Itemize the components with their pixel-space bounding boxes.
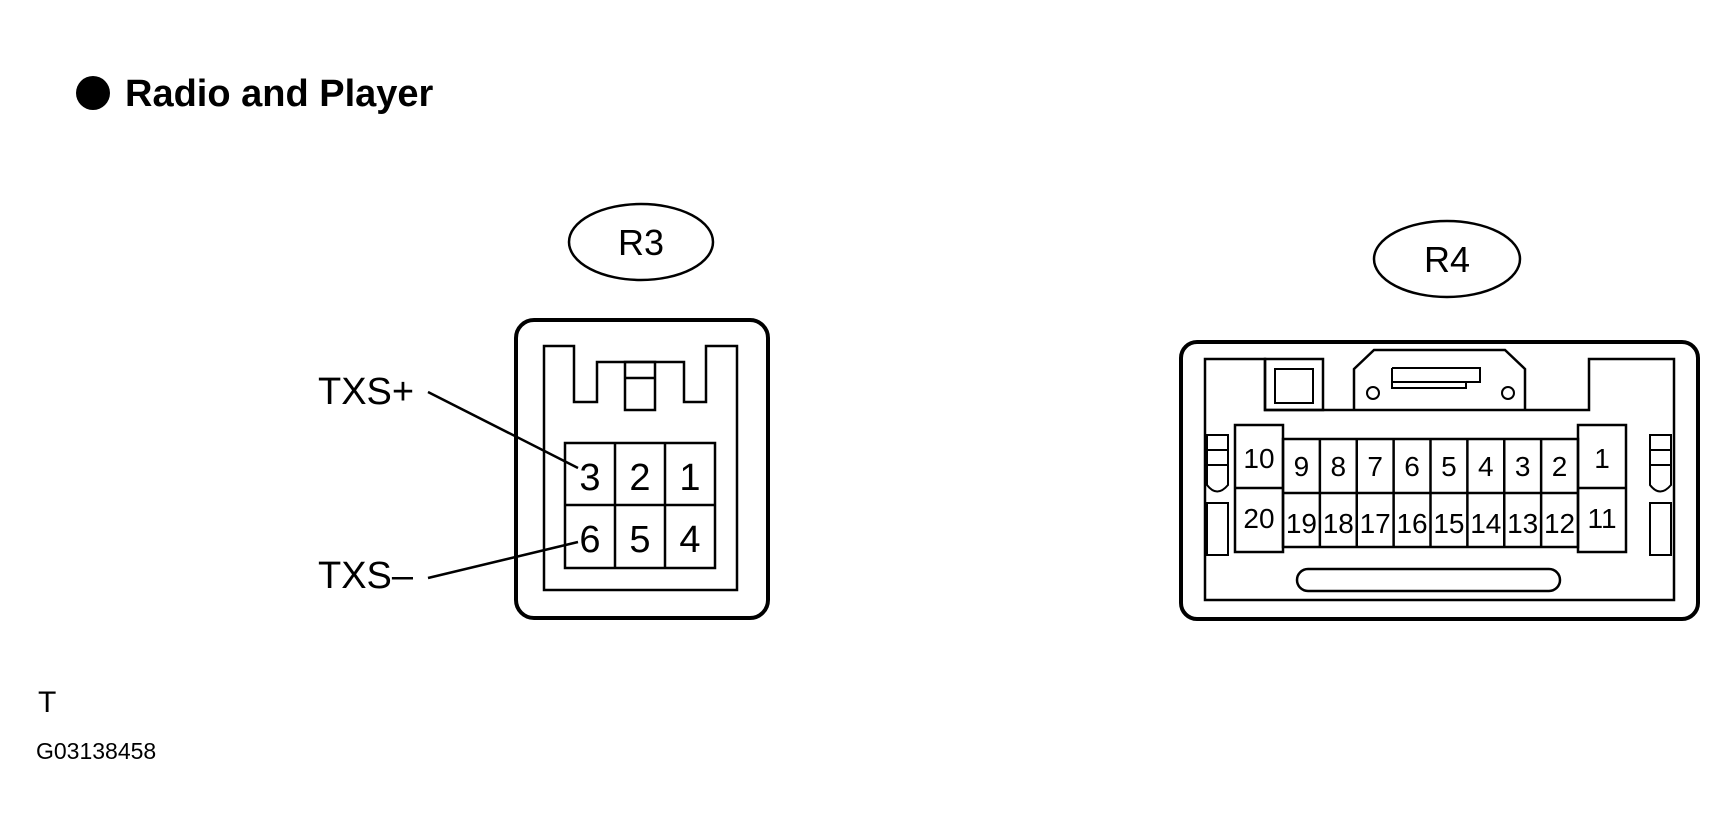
r4-pin-2: 2	[1552, 451, 1568, 482]
r4-pin-20: 20	[1243, 503, 1274, 534]
r4-key-slot-inner	[1274, 368, 1314, 404]
r3-label: R3	[618, 222, 664, 263]
r3-lock-tab	[623, 360, 657, 412]
r4-latch-inner	[1391, 367, 1481, 389]
r4-grid-lines	[1318, 439, 1543, 547]
r3-pin-6: 6	[579, 519, 600, 561]
r3-outer-housing	[514, 318, 770, 620]
r4-left-guide	[1206, 434, 1229, 493]
r4-label-oval	[1372, 219, 1522, 299]
r4-label: R4	[1424, 239, 1470, 280]
r4-pin-15: 15	[1433, 508, 1464, 539]
txs-minus-label: TXS–	[318, 555, 414, 597]
r4-pin-5: 5	[1441, 451, 1457, 482]
r4-bottom-slot	[1295, 567, 1562, 593]
r4-pin-12: 12	[1544, 508, 1575, 539]
txs-plus-label: TXS+	[318, 371, 414, 413]
r3-pin-5: 5	[629, 519, 650, 561]
r4-pin-3: 3	[1515, 451, 1531, 482]
r4-pin-9: 9	[1294, 451, 1310, 482]
r4-pin-13: 13	[1507, 508, 1538, 539]
r4-pin-17: 17	[1360, 508, 1391, 539]
r4-pin-1: 1	[1594, 443, 1610, 474]
r4-outer-housing	[1179, 340, 1700, 621]
r4-left-rail	[1206, 502, 1229, 556]
r3-pin-2: 2	[629, 457, 650, 499]
r4-pin-14: 14	[1470, 508, 1501, 539]
txs-plus-leader	[427, 390, 579, 470]
r4-pin-8: 8	[1331, 451, 1347, 482]
bullet-icon	[76, 76, 110, 110]
r4-latch-outer	[1352, 348, 1527, 410]
figure-code: G03138458	[36, 738, 156, 764]
r4-pin-11: 11	[1587, 503, 1616, 534]
r4-key-slot-outer	[1263, 357, 1325, 412]
r4-pin-6: 6	[1404, 451, 1420, 482]
r4-pin-7: 7	[1367, 451, 1383, 482]
r4-pin-4: 4	[1478, 451, 1494, 482]
txs-minus-leader	[427, 540, 579, 580]
r3-pin-1: 1	[679, 457, 700, 499]
r4-latch-hole-right	[1501, 386, 1515, 400]
r3-label-oval	[567, 202, 715, 282]
r4-latch-hole-left	[1366, 386, 1380, 400]
connector-r3: R3 3 2 1 6 5 4 TXS+ TXS–	[318, 202, 770, 620]
r4-pin-19: 19	[1286, 508, 1317, 539]
r3-pin-3: 3	[579, 457, 600, 499]
r4-pin-18: 18	[1323, 508, 1354, 539]
r3-pin-4: 4	[679, 519, 700, 561]
r3-inner-housing	[542, 344, 739, 592]
page-title: Radio and Player	[125, 73, 434, 115]
r4-right-rail	[1649, 502, 1672, 556]
r4-right-guide	[1649, 434, 1672, 493]
r4-pin-16: 16	[1396, 508, 1427, 539]
footer-mark: T	[38, 686, 56, 719]
r4-pin-10: 10	[1243, 443, 1274, 474]
